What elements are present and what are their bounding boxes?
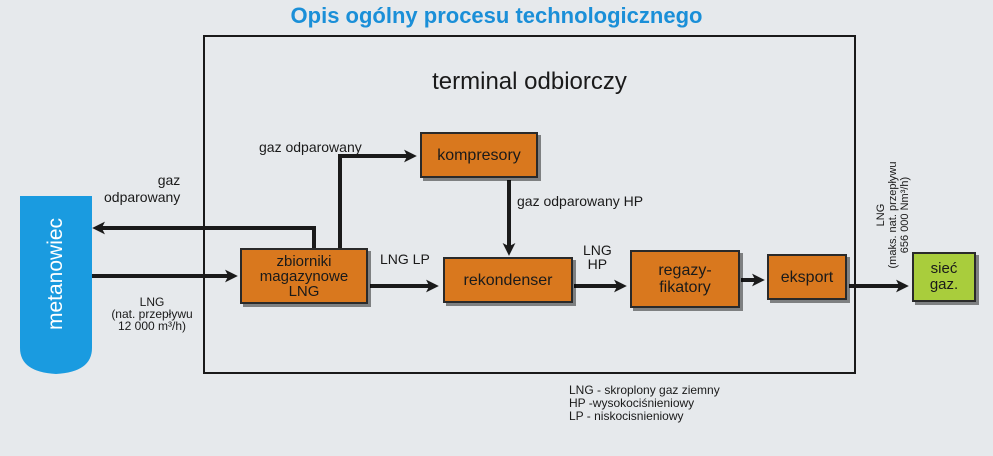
terminal-label: terminal odbiorczy — [432, 68, 627, 95]
box-siec-gaz-label: sieć gaz. — [929, 260, 959, 293]
box-kompresory: kompresory — [420, 132, 538, 178]
box-siec-gaz: sieć gaz. — [912, 252, 976, 302]
terminal-boundary — [203, 35, 856, 374]
box-rekondenser: rekondenser — [443, 257, 573, 303]
label-lng-inflow: LNG (nat. przepływu 12 000 m³/h) — [111, 295, 193, 333]
label-gaz-odparowany-top: gaz odparowany — [259, 139, 362, 155]
box-eksport: eksport — [767, 254, 847, 300]
label-lng-hp: LNG HP — [583, 242, 612, 272]
label-gaz-odparowany-hp: gaz odparowany HP — [517, 193, 644, 209]
box-regazyfikatory-label: regazy- fikatory — [658, 262, 712, 296]
legend-lng: LNG - skroplony gaz ziemny — [569, 383, 720, 397]
legend-hp: HP -wysokociśnieniowy — [569, 396, 695, 410]
box-kompresory-label: kompresory — [437, 146, 521, 164]
legend-lp: LP - niskocisnieniowy — [569, 409, 684, 423]
metanowiec-label: metanowiec — [44, 217, 67, 330]
box-zbiorniki-label: zbiorniki magazynowe LNG — [259, 252, 349, 300]
legend: LNG - skroplony gaz ziemny HP -wysokociś… — [569, 384, 720, 423]
arrow-to-kompresory — [338, 149, 417, 248]
box-eksport-label: eksport — [780, 268, 834, 286]
label-gaz-odparowany-return: gaz odparowany — [104, 172, 181, 205]
label-lng-lp: LNG LP — [380, 251, 430, 267]
box-zbiorniki: zbiorniki magazynowe LNG — [240, 248, 368, 304]
label-lng-outflow: LNG (maks. nat. przepływu 656 000 Nm³/h) — [875, 161, 911, 269]
metanowiec-shape — [20, 196, 92, 374]
box-rekondenser-label: rekondenser — [463, 271, 553, 289]
box-regazyfikatory: regazy- fikatory — [630, 250, 740, 308]
diagram-title: Opis ogólny procesu technologicznego — [290, 3, 703, 28]
arrow-boiloff-return — [92, 221, 316, 248]
